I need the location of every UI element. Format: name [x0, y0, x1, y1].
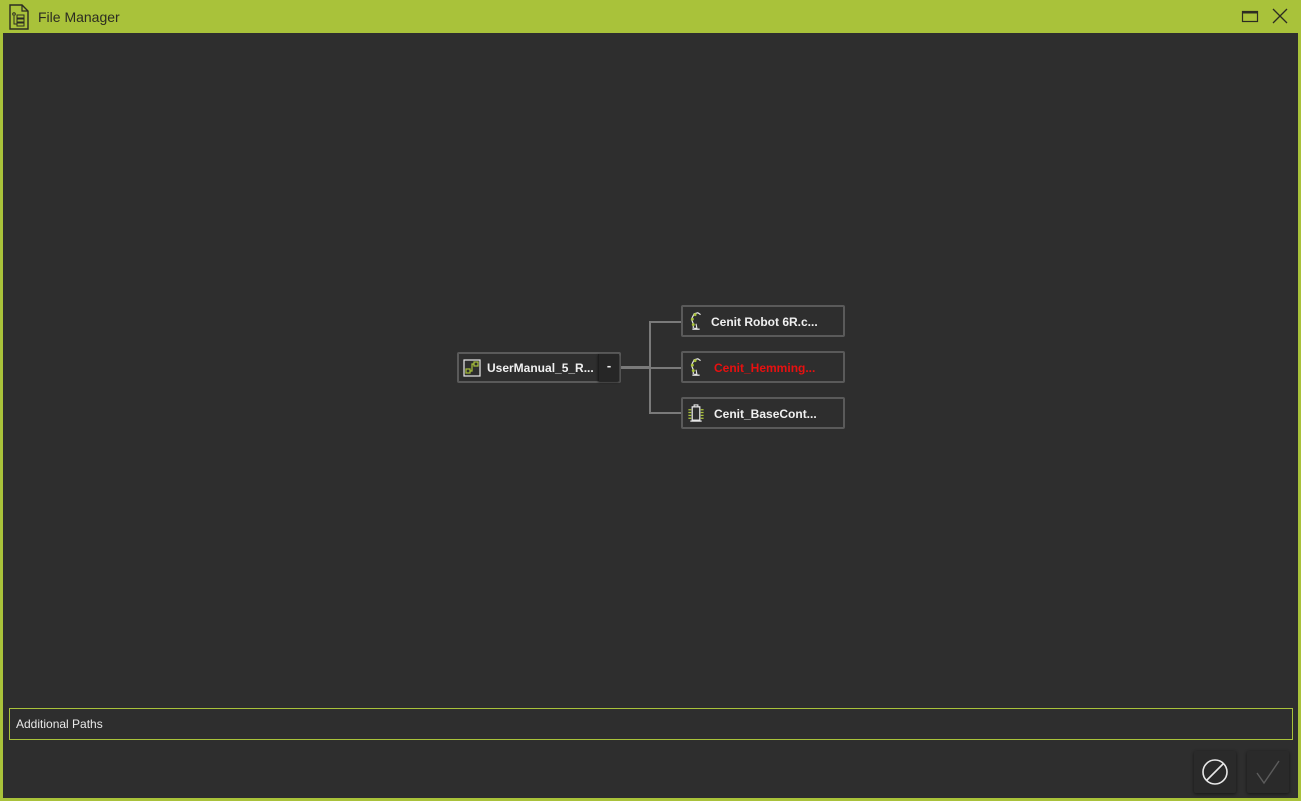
child-node-3[interactable]: Cenit_BaseCont...: [681, 397, 845, 429]
additional-paths-field[interactable]: Additional Paths: [9, 708, 1293, 740]
maximize-icon: [1241, 10, 1259, 23]
robot-arm-icon: [690, 312, 701, 330]
edge-child-2: [649, 367, 681, 369]
child-node-2[interactable]: Cenit_Hemming...: [681, 351, 845, 383]
collapse-button[interactable]: -: [598, 354, 619, 381]
edge-child-1: [649, 321, 681, 323]
child-node-3-label: Cenit_BaseCont...: [714, 407, 817, 421]
close-button[interactable]: [1270, 6, 1290, 26]
confirm-button[interactable]: [1247, 751, 1289, 793]
close-icon: [1272, 8, 1288, 24]
root-node-label: UserManual_5_R...: [487, 361, 594, 375]
program-flow-icon: [463, 359, 481, 377]
child-node-1[interactable]: Cenit Robot 6R.c...: [681, 305, 845, 337]
checkmark-icon: [1256, 760, 1280, 785]
robot-arm-icon: [690, 358, 701, 376]
cancel-icon: [1202, 759, 1228, 785]
document-list-icon: [9, 4, 29, 30]
window-title: File Manager: [38, 9, 120, 25]
controller-chip-icon: [688, 404, 704, 422]
maximize-button[interactable]: [1240, 6, 1260, 26]
title-bar[interactable]: File Manager: [0, 0, 1301, 33]
root-node[interactable]: UserManual_5_R... -: [457, 352, 621, 383]
child-node-1-label: Cenit Robot 6R.c...: [711, 315, 818, 329]
additional-paths-label: Additional Paths: [16, 717, 103, 731]
child-node-2-label: Cenit_Hemming...: [714, 361, 816, 375]
cancel-button[interactable]: [1194, 751, 1236, 793]
graph-canvas[interactable]: UserManual_5_R... - Cenit Robot 6R.c...: [3, 33, 1298, 798]
edge-child-3: [649, 412, 681, 414]
edge-root: [620, 366, 650, 369]
